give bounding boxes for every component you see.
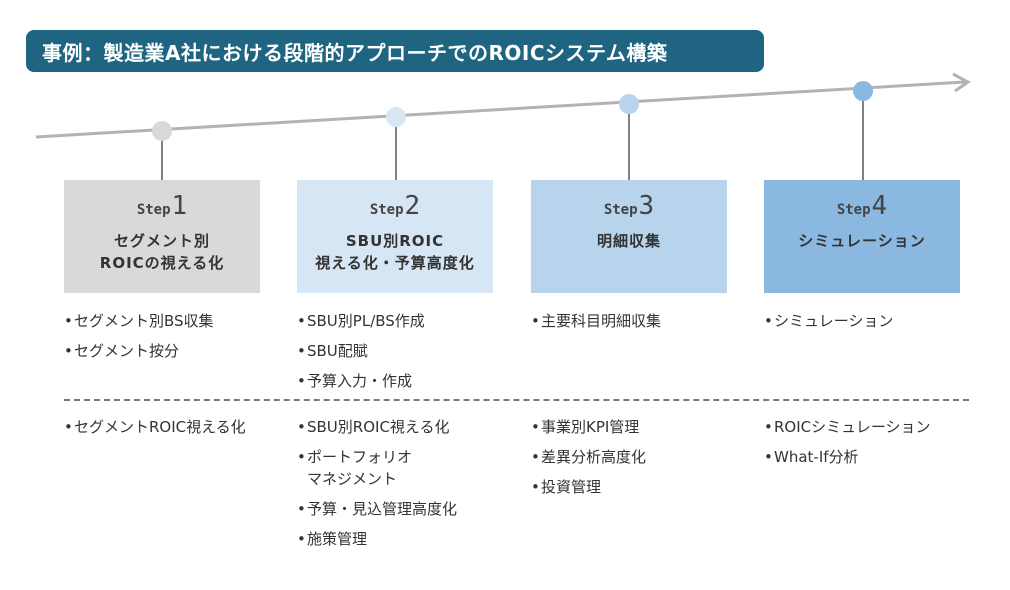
timeline-line xyxy=(35,80,966,139)
list-item-text: 差異分析高度化 xyxy=(541,448,647,466)
list-item-text: ポートフォリオ マネジメント xyxy=(307,448,413,488)
step1-title: セグメント別 ROICの視える化 xyxy=(99,232,225,272)
list-item-text: セグメントROIC視える化 xyxy=(74,418,246,436)
list-item-text: 事業別KPI管理 xyxy=(541,418,640,436)
bullet-icon: • xyxy=(297,530,306,548)
list-item: •SBU別ROIC視える化 xyxy=(297,416,522,438)
step4-lower-list: •ROICシミュレーション•What-If分析 xyxy=(764,416,989,476)
bullet-icon: • xyxy=(297,342,306,360)
bullet-icon: • xyxy=(297,418,306,436)
list-item: •ポートフォリオ マネジメント xyxy=(297,446,522,490)
bullet-icon: • xyxy=(64,342,73,360)
list-item: •セグメント按分 xyxy=(64,340,284,362)
step4-marker xyxy=(853,81,873,101)
list-item: •投資管理 xyxy=(531,476,756,498)
dashed-divider xyxy=(64,399,969,401)
list-item: •ROICシミュレーション xyxy=(764,416,989,438)
step-number: 1 xyxy=(171,191,188,221)
step2-label: Step 2 xyxy=(370,192,420,220)
list-item: •セグメントROIC視える化 xyxy=(64,416,289,438)
step-word: Step xyxy=(836,202,871,218)
list-item: •What-If分析 xyxy=(764,446,989,468)
list-item-text: What-If分析 xyxy=(774,448,859,466)
step4-label: Step 4 xyxy=(837,192,887,220)
step3-upper-list: •主要科目明細収集 xyxy=(531,310,751,340)
list-item-text: SBU別PL/BS作成 xyxy=(307,312,425,330)
list-item: •主要科目明細収集 xyxy=(531,310,751,332)
list-item: •施策管理 xyxy=(297,528,522,550)
step2-marker xyxy=(386,107,406,127)
list-item-text: SBU別ROIC視える化 xyxy=(307,418,450,436)
step2-title: SBU別ROIC 視える化・予算高度化 xyxy=(315,232,475,272)
list-item: •SBU別PL/BS作成 xyxy=(297,310,517,332)
step1-lower-list: •セグメントROIC視える化 xyxy=(64,416,289,446)
step-number: 3 xyxy=(638,191,655,221)
bullet-icon: • xyxy=(64,418,73,436)
bullet-icon: • xyxy=(764,418,773,436)
bullet-icon: • xyxy=(297,312,306,330)
step2-box: Step 2 SBU別ROIC 視える化・予算高度化 xyxy=(297,180,493,293)
step-number: 2 xyxy=(404,191,421,221)
step-word: Step xyxy=(136,202,171,218)
step2-upper-list: •SBU別PL/BS作成•SBU配賦•予算入力・作成 xyxy=(297,310,517,400)
bullet-icon: • xyxy=(531,478,540,496)
bullet-icon: • xyxy=(531,418,540,436)
step-word: Step xyxy=(603,202,638,218)
bullet-icon: • xyxy=(297,448,306,466)
list-item-text: 施策管理 xyxy=(307,530,368,548)
bullet-icon: • xyxy=(297,372,306,390)
bullet-icon: • xyxy=(764,312,773,330)
step3-box: Step 3 明細収集 xyxy=(531,180,727,293)
bullet-icon: • xyxy=(764,448,773,466)
bullet-icon: • xyxy=(531,312,540,330)
list-item-text: SBU配賦 xyxy=(307,342,368,360)
bullet-icon: • xyxy=(64,312,73,330)
bullet-icon: • xyxy=(297,500,306,518)
list-item: •シミュレーション xyxy=(764,310,984,332)
step3-title: 明細収集 xyxy=(596,232,661,250)
list-item: •予算・見込管理高度化 xyxy=(297,498,522,520)
list-item-text: セグメント按分 xyxy=(74,342,180,360)
step4-title: シミュレーション xyxy=(798,232,926,250)
list-item-text: 予算入力・作成 xyxy=(307,372,413,390)
step1-box: Step 1 セグメント別 ROICの視える化 xyxy=(64,180,260,293)
list-item: •予算入力・作成 xyxy=(297,370,517,392)
arrowhead-icon xyxy=(952,72,971,93)
step-number: 4 xyxy=(871,191,888,221)
step1-marker xyxy=(152,121,172,141)
list-item-text: 投資管理 xyxy=(541,478,602,496)
list-item: •SBU配賦 xyxy=(297,340,517,362)
bullet-icon: • xyxy=(531,448,540,466)
step3-marker xyxy=(619,94,639,114)
step4-box: Step 4 シミュレーション xyxy=(764,180,960,293)
list-item-text: ROICシミュレーション xyxy=(774,418,931,436)
step3-lower-list: •事業別KPI管理•差異分析高度化•投資管理 xyxy=(531,416,756,506)
step3-label: Step 3 xyxy=(604,192,654,220)
list-item-text: シミュレーション xyxy=(774,312,894,330)
list-item: •事業別KPI管理 xyxy=(531,416,756,438)
step1-upper-list: •セグメント別BS収集•セグメント按分 xyxy=(64,310,284,370)
step-word: Step xyxy=(369,202,404,218)
step4-upper-list: •シミュレーション xyxy=(764,310,984,340)
list-item-text: セグメント別BS収集 xyxy=(74,312,214,330)
list-item-text: 予算・見込管理高度化 xyxy=(307,500,458,518)
list-item: •セグメント別BS収集 xyxy=(64,310,284,332)
step2-lower-list: •SBU別ROIC視える化•ポートフォリオ マネジメント•予算・見込管理高度化•… xyxy=(297,416,522,558)
list-item-text: 主要科目明細収集 xyxy=(541,312,662,330)
title-banner: 事例：製造業A社における段階的アプローチでのROICシステム構築 xyxy=(26,30,764,72)
list-item: •差異分析高度化 xyxy=(531,446,756,468)
step1-label: Step 1 xyxy=(137,192,187,220)
